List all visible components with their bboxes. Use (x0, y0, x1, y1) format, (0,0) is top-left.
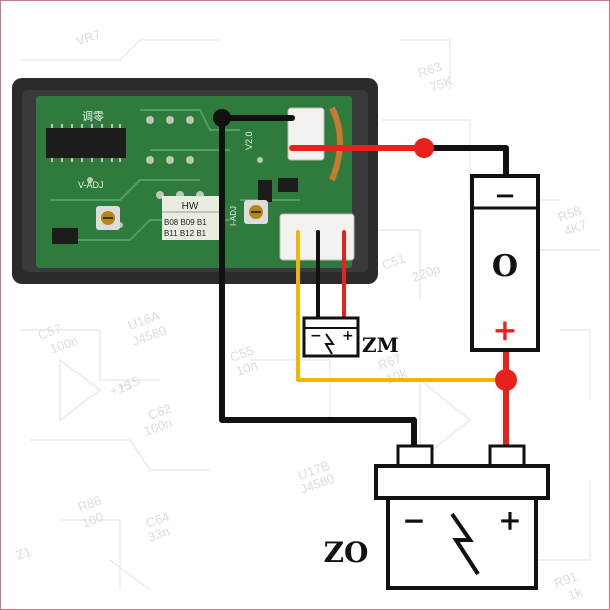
background-label: Z1 (14, 544, 33, 563)
background-label: 10n (234, 357, 260, 379)
background-label: 33n (146, 523, 172, 545)
zo-label: ZO (324, 536, 369, 569)
battery-o: − O + (470, 174, 540, 352)
wire-black-main (219, 115, 417, 455)
zm-body (302, 316, 360, 358)
load-zm-symbol: − + ZM (302, 316, 399, 358)
smd-regulator (52, 228, 78, 244)
silkscreen-version: V2.0 (244, 131, 254, 150)
background-label: VR7 (74, 26, 103, 49)
hw-text: HW (182, 201, 199, 212)
background-label: +15 (116, 373, 142, 395)
b-row2-text: B11 B12 B1 (164, 229, 207, 238)
zo-plus: + (498, 504, 521, 537)
battery-o-plus: + (492, 313, 517, 348)
b-row1-text: B08 B09 B1 (164, 218, 207, 227)
background-label: 4K7 (562, 217, 589, 239)
zo-bolt-icon (450, 512, 480, 576)
smd-transistor (258, 180, 272, 202)
wire-black-to-battery-o (421, 145, 509, 179)
background-label: 1k (566, 584, 585, 603)
battery-o-label: O (492, 249, 518, 284)
zo-terminal-minus (396, 444, 434, 468)
junction-black (213, 109, 231, 127)
trimpot-left (96, 206, 120, 230)
battery-zo: − + ZO (324, 444, 550, 590)
wires (219, 115, 509, 455)
zm-plus: + (342, 328, 354, 344)
shunt-wire (329, 106, 343, 182)
smd-part (278, 178, 298, 192)
wire-yellow-sense (296, 230, 508, 382)
silkscreen-chinese: 调零 (82, 110, 104, 123)
ic-chip (46, 124, 126, 162)
background-label: 220p (410, 261, 442, 285)
background-label: 100 (80, 509, 106, 531)
background-label: +15 (108, 377, 134, 399)
zo-terminal-plus (488, 444, 526, 468)
silkscreen-vadj: V-ADJ (78, 180, 104, 190)
zm-minus: − (310, 328, 322, 344)
hw-label-plate (162, 196, 222, 240)
junction-red-top (414, 138, 434, 158)
trimpot-right (244, 200, 268, 224)
background-label: 100n (142, 415, 174, 439)
zo-minus: − (402, 504, 425, 537)
zm-bolt-icon (324, 333, 335, 355)
zm-label: ZM (362, 333, 399, 357)
junction-red-bottom (495, 369, 517, 391)
background-label: C51 (380, 251, 408, 273)
battery-o-minus: − (494, 181, 516, 211)
zo-body (386, 496, 538, 590)
battery-o-body (470, 174, 540, 352)
zo-lid (374, 464, 550, 500)
silkscreen-iadj: I-ADJ (229, 206, 238, 226)
voltmeter-ammeter-module: HW B08 B09 B1 B11 B12 B1 调零 V-ADJ V2.0 I… (12, 78, 378, 284)
